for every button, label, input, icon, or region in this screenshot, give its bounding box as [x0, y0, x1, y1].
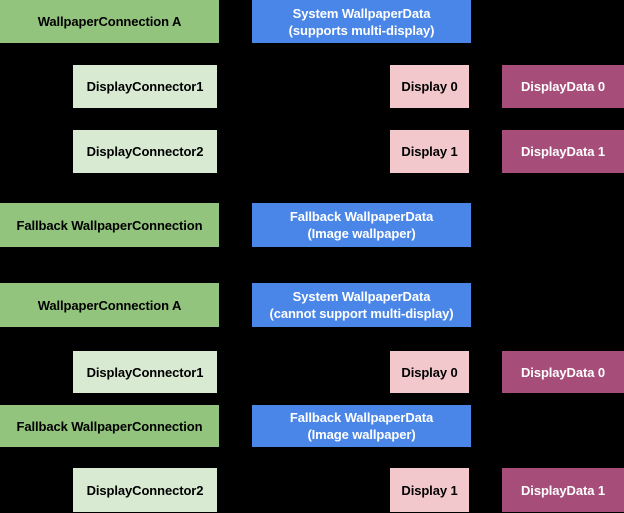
node-label: Display 1: [401, 144, 458, 159]
node-display-connector-2-bottom: DisplayConnector2: [73, 468, 217, 512]
node-label-line2: (Image wallpaper): [307, 226, 416, 241]
node-label: DisplayData 1: [521, 144, 605, 159]
node-wallpaper-connection-a-1: WallpaperConnection A: [0, 0, 219, 43]
node-label: Display 1: [401, 482, 458, 498]
node-label-line1: Fallback WallpaperData: [289, 410, 434, 425]
node-system-wallpaper-data-multi: System WallpaperData (supports multi-dis…: [252, 0, 471, 43]
node-display-connector-1-top: DisplayConnector1: [73, 65, 217, 108]
node-label: DisplayConnector1: [86, 79, 204, 94]
node-label: DisplayData 0: [521, 79, 605, 94]
node-fallback-wallpaper-connection-2: Fallback WallpaperConnection: [0, 405, 219, 447]
node-label-line2: (supports multi-display): [288, 22, 435, 38]
node-wallpaper-connection-a-2: WallpaperConnection A: [0, 283, 219, 327]
node-display-data-0-bottom: DisplayData 0: [502, 351, 624, 393]
node-label: Display 0: [401, 364, 458, 380]
node-label: DisplayData 0: [521, 364, 605, 380]
node-fallback-wallpaper-data-2: Fallback WallpaperData (Image wallpaper): [252, 405, 471, 447]
node-label: WallpaperConnection A: [37, 14, 182, 29]
node-label: WallpaperConnection A: [37, 297, 182, 313]
node-display-1-bottom: Display 1: [390, 468, 469, 512]
node-display-data-1-top: DisplayData 1: [502, 130, 624, 173]
node-label: DisplayConnector1: [86, 364, 204, 380]
node-display-connector-1-bottom: DisplayConnector1: [73, 351, 217, 393]
node-label-line2: (Image wallpaper): [307, 427, 416, 442]
node-label-line2: (cannot support multi-display): [269, 306, 454, 321]
node-system-wallpaper-data-no-multi: System WallpaperData (cannot support mul…: [252, 283, 471, 327]
node-fallback-wallpaper-connection-1: Fallback WallpaperConnection: [0, 203, 219, 247]
node-label: Display 0: [401, 79, 458, 94]
node-label: Fallback WallpaperConnection: [16, 418, 203, 434]
node-fallback-wallpaper-data-1: Fallback WallpaperData (Image wallpaper): [252, 203, 471, 247]
node-label-line1: System WallpaperData: [292, 289, 431, 304]
node-display-data-1-bottom: DisplayData 1: [502, 468, 624, 512]
node-display-data-0-top: DisplayData 0: [502, 65, 624, 108]
node-label-line1: Fallback WallpaperData: [289, 209, 434, 224]
node-display-0-top: Display 0: [390, 65, 469, 108]
node-label: Fallback WallpaperConnection: [16, 217, 203, 233]
node-label: DisplayConnector2: [86, 482, 204, 498]
node-label: DisplayData 1: [521, 482, 605, 498]
node-display-0-bottom: Display 0: [390, 351, 469, 393]
node-display-1-top: Display 1: [390, 130, 469, 173]
node-label: DisplayConnector2: [86, 144, 204, 159]
node-label-line1: System WallpaperData: [292, 5, 431, 21]
node-display-connector-2-top: DisplayConnector2: [73, 130, 217, 173]
